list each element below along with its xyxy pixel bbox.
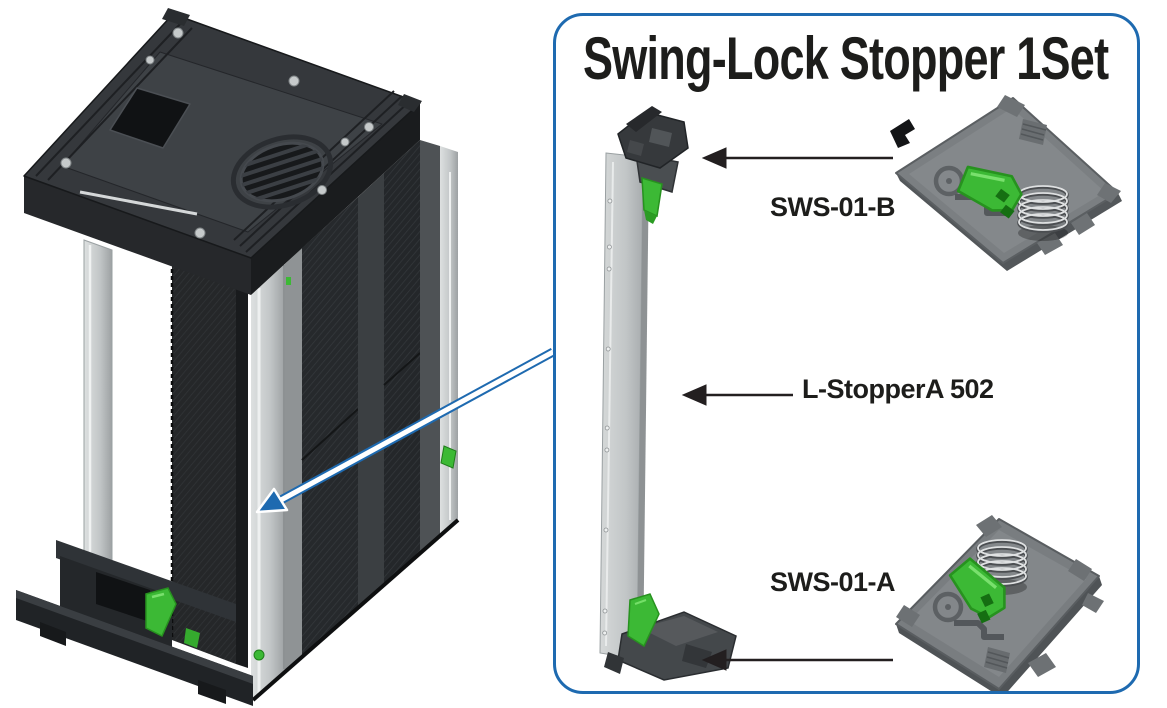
sws-01-a-graphic: [895, 515, 1104, 691]
rack-illustration: [16, 8, 553, 706]
sws-01-b-graphic: [890, 95, 1122, 271]
green-lever-icon: [641, 176, 663, 218]
arrow-to-top-stopper: [701, 147, 893, 169]
green-lever-icon: [627, 593, 660, 648]
arrow-to-rail: [681, 384, 793, 406]
arrow-to-bottom-stopper: [701, 649, 893, 671]
callout-title: Swing-Lock Stopper 1Set: [583, 25, 1109, 92]
plate-square-hole: [109, 87, 191, 149]
label-sws-01-b: SWS-01-B: [770, 192, 896, 222]
spring-icon: [1017, 185, 1069, 241]
pointer-arrow: [255, 348, 553, 514]
plate-screws: [60, 27, 374, 239]
rack-base: [16, 540, 253, 706]
stopper-top-graphic: [617, 106, 689, 224]
green-clip-accents: [145, 146, 457, 661]
rack-right-panel: [251, 140, 460, 702]
rail-graphic: [599, 152, 649, 663]
plate-round-vent: [230, 134, 334, 210]
rack-center-divider: [170, 262, 248, 668]
label-l-stopper-a-502: L-StopperA 502: [802, 374, 994, 404]
rack-top-plate: [23, 8, 422, 295]
green-lever-icon: [956, 165, 1023, 219]
stopper-bottom-graphic: [604, 593, 737, 681]
mount-hook: [890, 119, 915, 148]
callout-box: Swing-Lock Stopper 1Set SWS-01-B L-Stopp…: [553, 13, 1140, 694]
label-arrows: [681, 147, 893, 671]
stopper-set-illustration: [599, 95, 1122, 691]
label-sws-01-a: SWS-01-A: [770, 567, 896, 597]
green-lever-icon: [948, 557, 1006, 624]
